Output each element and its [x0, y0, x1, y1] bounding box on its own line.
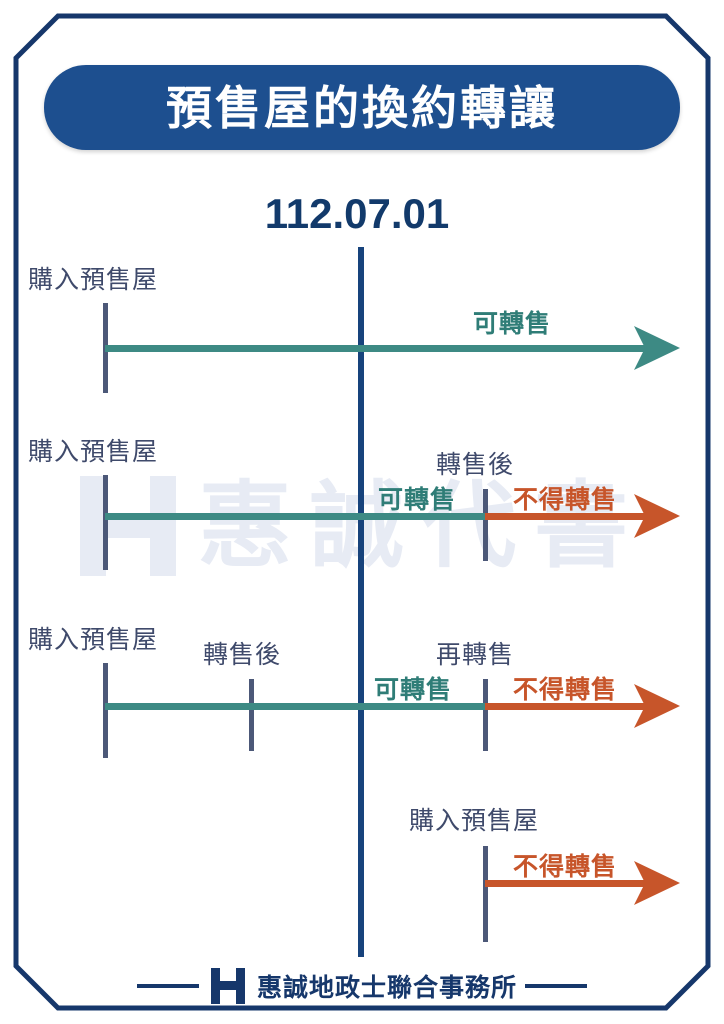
segment-allowed [105, 513, 485, 520]
page-title-banner: 預售屋的換約轉讓 [44, 65, 680, 150]
footer: 惠誠地政士聯合事務所 [0, 968, 724, 1004]
segment-forbidden [485, 703, 645, 710]
reference-date-text: 112.07.01 [264, 190, 450, 237]
segment-forbidden [485, 880, 645, 887]
arrow-head-forbidden [634, 494, 680, 538]
node-label-purchase: 購入預售屋 [28, 266, 159, 294]
reference-date: 112.07.01 [0, 190, 724, 238]
node-tick-after-resale [249, 679, 254, 751]
node-label-after-resale: 轉售後 [436, 451, 515, 479]
segment-label-forbidden: 不得轉售 [513, 486, 618, 514]
node-tick-purchase [103, 475, 108, 570]
segment-label-forbidden: 不得轉售 [513, 853, 618, 881]
segment-label-allowed: 可轉售 [378, 486, 457, 514]
arrow-head-forbidden [634, 684, 680, 728]
footer-h-logo [210, 968, 245, 1004]
footer-rule-left [136, 984, 199, 988]
node-label-resale-again: 再轉售 [436, 641, 515, 669]
node-tick-resale-again [483, 679, 488, 751]
arrow-head-forbidden [634, 861, 680, 905]
segment-allowed [105, 345, 645, 352]
segment-label-allowed: 可轉售 [374, 676, 453, 704]
page-title: 預售屋的換約轉讓 [166, 81, 558, 134]
node-label-purchase: 購入預售屋 [409, 807, 540, 835]
node-label-purchase: 購入預售屋 [28, 438, 159, 466]
node-tick-purchase [483, 846, 488, 942]
node-tick-purchase [103, 663, 108, 758]
segment-label-allowed: 可轉售 [473, 310, 552, 338]
footer-rule-right [525, 984, 587, 988]
node-tick-after-resale [483, 489, 488, 561]
arrow-head-allowed [634, 326, 680, 370]
segment-forbidden [485, 513, 645, 520]
segment-allowed [105, 703, 485, 710]
node-label-purchase: 購入預售屋 [28, 626, 159, 654]
reference-date-line [358, 247, 364, 957]
footer-org-name: 惠誠地政士聯合事務所 [256, 974, 517, 1002]
segment-label-forbidden: 不得轉售 [513, 676, 618, 704]
node-label-after-resale: 轉售後 [203, 641, 282, 669]
